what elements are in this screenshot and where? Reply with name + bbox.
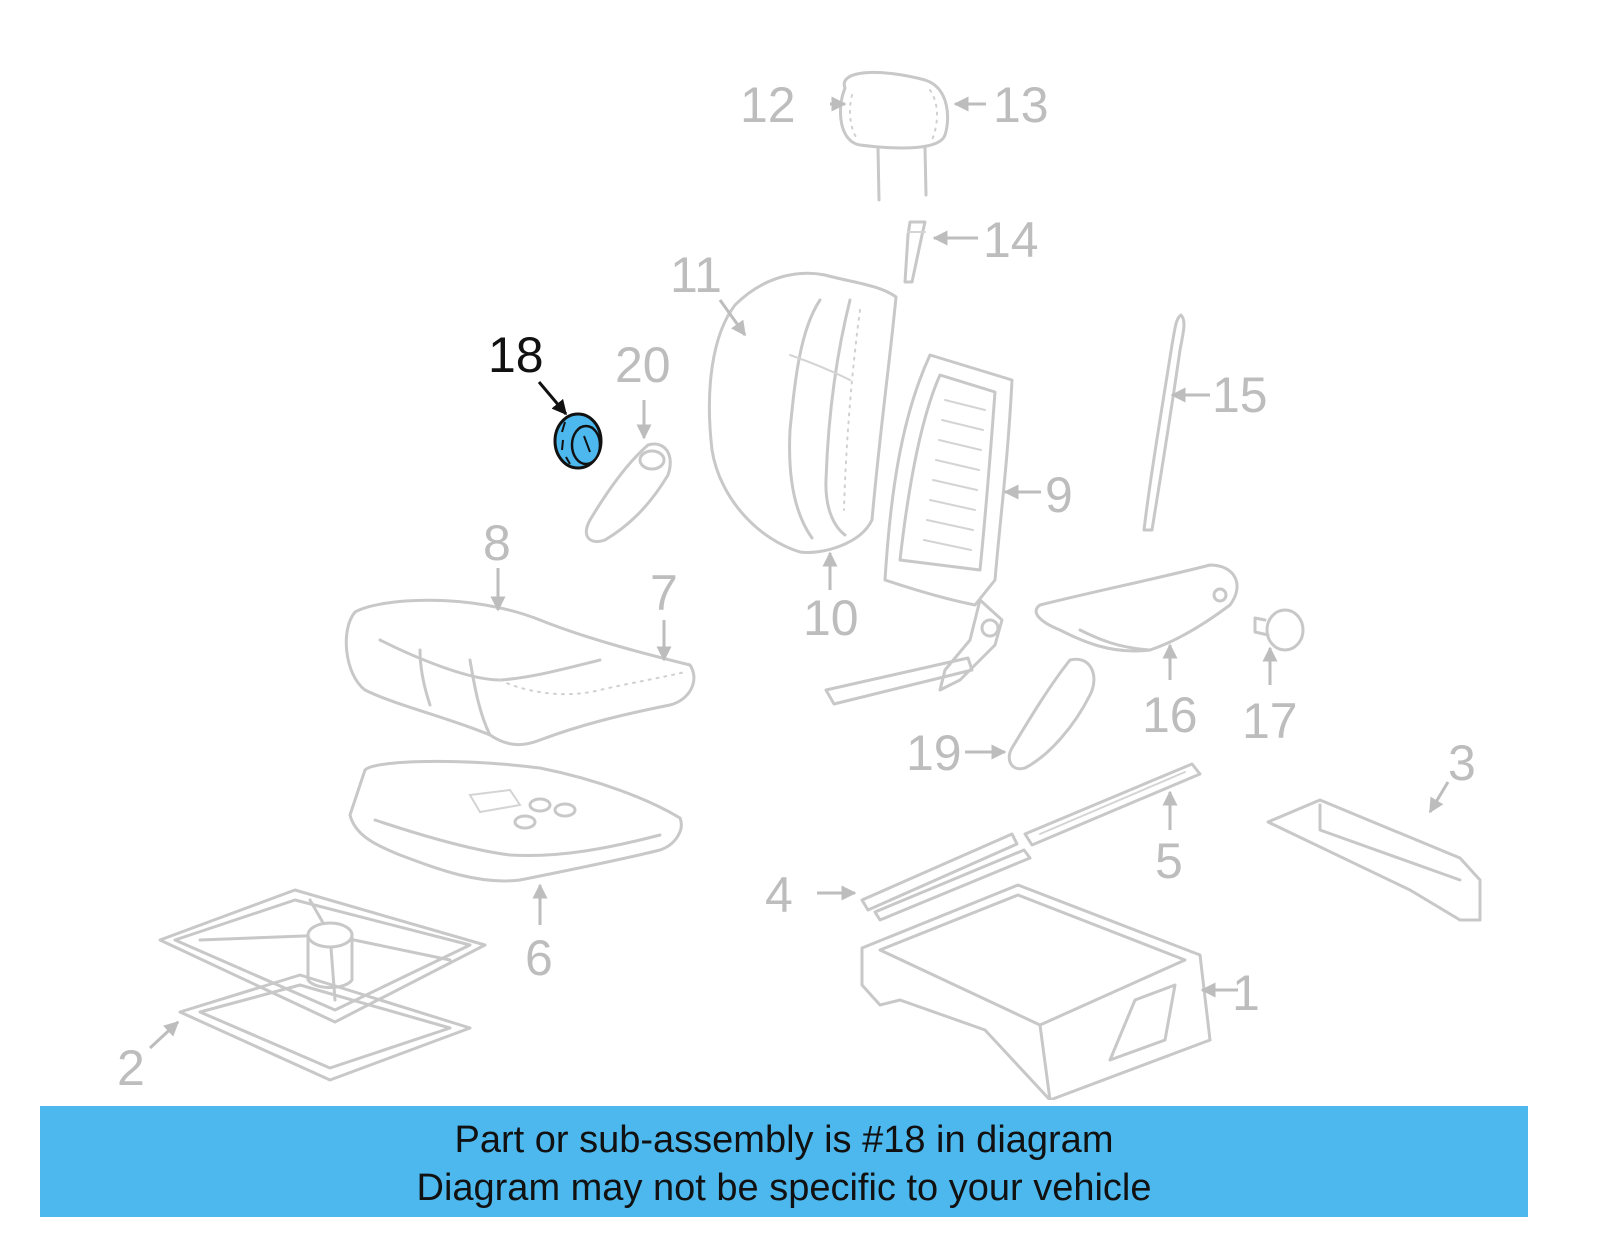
callout-labels: 1 2 3 4 5 6 7 8 9 10 11 12 13 14 15 16 1…	[117, 77, 1476, 1096]
callout-19: 19	[906, 725, 962, 781]
seat-parts-diagram: 1 2 3 4 5 6 7 8 9 10 11 12 13 14 15 16 1…	[117, 71, 1482, 1100]
callout-8: 8	[483, 515, 511, 571]
seat-rail-part	[1023, 762, 1202, 847]
seat-pan-part	[348, 759, 683, 883]
side-trim-part	[1007, 657, 1096, 771]
callout-11: 11	[670, 247, 722, 303]
callout-1: 1	[1232, 965, 1260, 1021]
callout-7: 7	[650, 565, 678, 621]
callout-2: 2	[117, 1040, 145, 1096]
callout-10: 10	[803, 590, 859, 646]
callout-20: 20	[615, 337, 671, 393]
callout-4: 4	[765, 867, 793, 923]
callout-16: 16	[1142, 687, 1198, 743]
callout-5: 5	[1155, 833, 1183, 889]
rail-cover-part	[860, 832, 1032, 922]
seatback-cover-part	[707, 271, 898, 555]
callout-15: 15	[1212, 367, 1268, 423]
callout-18: 18	[488, 327, 544, 383]
callout-3: 3	[1448, 735, 1476, 791]
part-info-banner: Part or sub-assembly is #18 in diagram D…	[40, 1106, 1528, 1217]
adjuster-knob-part	[553, 412, 603, 470]
trim-strip-part	[1142, 313, 1186, 532]
seat-base-part	[860, 883, 1212, 1100]
callout-17: 17	[1242, 693, 1298, 749]
armrest-part	[1034, 563, 1239, 653]
headrest-part	[838, 71, 950, 202]
callout-13: 13	[993, 77, 1049, 133]
leader-lines	[148, 96, 1450, 1050]
banner-line-disclaimer: Diagram may not be specific to your vehi…	[416, 1167, 1152, 1209]
storage-tray-part	[1266, 798, 1482, 922]
callout-14: 14	[983, 212, 1039, 268]
callout-9: 9	[1045, 467, 1073, 523]
headrest-guide-part	[903, 220, 927, 284]
banner-line-part: Part or sub-assembly is #18 in diagram	[454, 1119, 1114, 1161]
swivel-base-part	[158, 888, 487, 1082]
callout-12: 12	[740, 77, 796, 133]
callout-6: 6	[525, 930, 553, 986]
seatback-frame-part	[824, 353, 1014, 706]
seat-cushion-part	[344, 598, 696, 747]
recliner-cover-part	[584, 442, 672, 544]
clip-part	[1253, 608, 1305, 652]
